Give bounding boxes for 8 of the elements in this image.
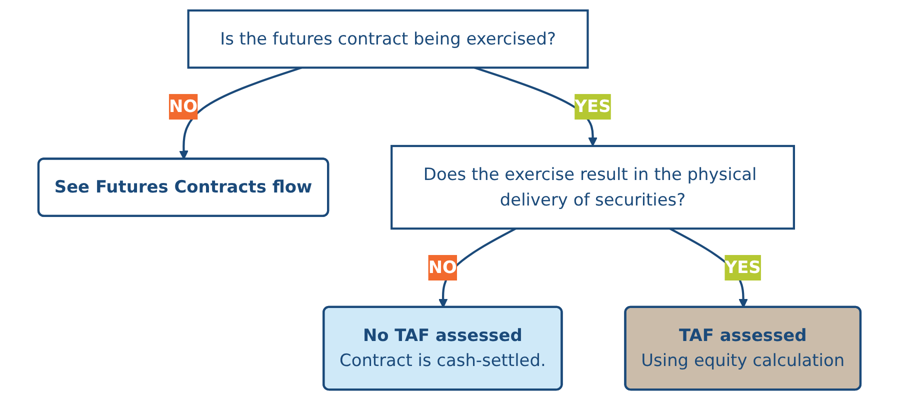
- edge-label: NO: [428, 257, 456, 278]
- arrow: [474, 66, 597, 146]
- node-box: Does the exercise result in the physical delivery of securities?: [390, 144, 795, 230]
- arrow: [178, 66, 302, 160]
- edge-label: YES: [574, 96, 610, 116]
- edge-label: YES: [724, 257, 760, 278]
- edge-label: NO: [168, 96, 198, 116]
- node-box: Is the futures contract being exercised?: [186, 9, 588, 69]
